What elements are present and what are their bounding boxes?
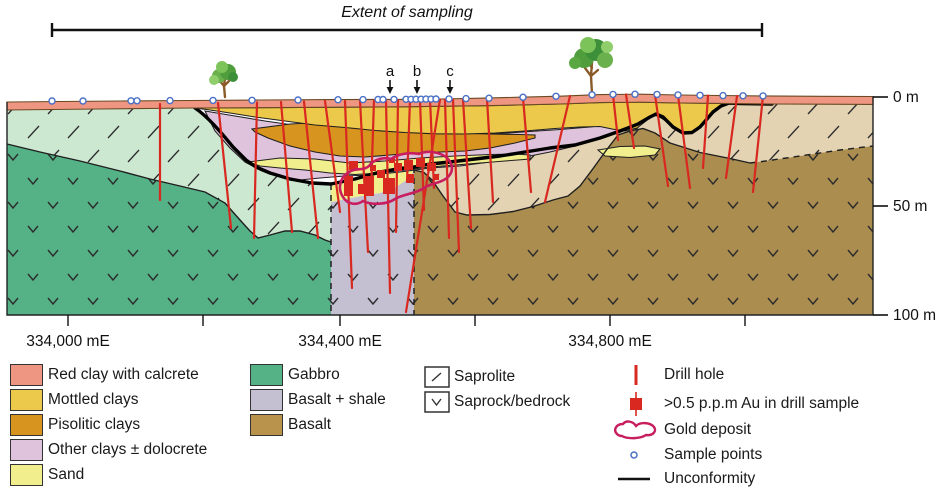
- sample-point: [359, 95, 367, 104]
- surface-label-c: c: [446, 63, 454, 94]
- drill-hole-line: [252, 101, 259, 240]
- sample-point: [696, 91, 704, 100]
- drill-hole-line: [611, 93, 620, 142]
- sample-point: [334, 95, 342, 104]
- drill-hole-line: [676, 93, 692, 190]
- au-sample-marker: [433, 174, 439, 180]
- drill-hole-line: [384, 99, 392, 295]
- drill-hole-line: [543, 94, 572, 204]
- au-sample-marker: [389, 158, 395, 163]
- drill-hole-line: [323, 99, 342, 214]
- au-sample-marker: [364, 176, 374, 196]
- extent-of-sampling-bracket: [50, 23, 764, 37]
- au-sample-marker: [370, 165, 376, 171]
- drill-hole-line: [701, 94, 710, 170]
- au-sample-marker: [383, 178, 395, 194]
- sample-point: [552, 92, 560, 101]
- surface-label-text: c: [446, 63, 454, 80]
- drill-hole-line: [216, 101, 233, 230]
- au-sample-marker: [358, 184, 365, 194]
- surface-label-b: b: [413, 63, 421, 94]
- sample-point: [209, 96, 217, 105]
- unconformity-line: [193, 101, 774, 186]
- unit-gabbro-saprolite-pattern: [7, 108, 331, 242]
- sample-point: [674, 91, 682, 99]
- au-sample-marker: [416, 158, 425, 167]
- drill-hole-line: [653, 93, 670, 188]
- au-sample-marker: [349, 161, 358, 170]
- sample-point: [127, 97, 135, 105]
- drill-hole-line: [521, 96, 533, 194]
- sample-point: [390, 95, 398, 104]
- sample-point: [248, 96, 256, 105]
- sample-point: [462, 94, 470, 103]
- surface-label-text: a: [386, 63, 395, 80]
- easting-tick-label: 334,800 mE: [568, 333, 652, 350]
- gabbro-weathering-front-line: [6, 143, 332, 243]
- gold-deposit-outline: [338, 150, 454, 206]
- drill-hole-line: [461, 98, 473, 230]
- unit-gabbro-bedrock-pattern: [7, 144, 331, 315]
- drill-hole-line: [724, 94, 739, 180]
- sample-point: [166, 96, 174, 105]
- unit-basalt-bedrock-pattern: [414, 128, 873, 315]
- depth-tick-label: 0 m: [893, 89, 919, 106]
- basalt-weathering-front-dashed: [749, 145, 874, 164]
- sample-point: [631, 90, 639, 98]
- drill-hole-line: [279, 100, 294, 234]
- sample-point: [653, 90, 661, 99]
- au-sample-marker: [427, 163, 436, 171]
- au-sample-marker: [407, 174, 414, 183]
- drill-hole-line: [624, 93, 636, 150]
- sample-point: [79, 97, 87, 105]
- unit-sand-lens-2: [596, 145, 662, 159]
- sample-point: [48, 97, 56, 105]
- drill-hole-line: [428, 98, 436, 190]
- sample-point: [379, 95, 387, 104]
- drill-hole-line: [451, 98, 461, 254]
- extent-of-sampling-title: Extent of sampling: [341, 4, 473, 21]
- sample-point: [739, 92, 747, 100]
- easting-tick-label: 334,000 mE: [26, 333, 110, 350]
- au-sample-marker: [377, 170, 385, 178]
- au-sample-marker: [344, 176, 353, 196]
- surface-label-text: b: [413, 63, 421, 80]
- drill-hole-line: [443, 98, 451, 240]
- sample-point: [719, 91, 727, 100]
- au-sample-marker: [404, 160, 413, 170]
- sample-point: [485, 94, 493, 102]
- sample-point: [609, 90, 617, 99]
- sample-point: [759, 92, 767, 100]
- drill-hole-line: [302, 100, 320, 240]
- sample-point: [294, 96, 302, 104]
- sample-point: [519, 93, 527, 101]
- easting-tick-label: 334,400 mE: [298, 333, 382, 350]
- drill-hole-line: [751, 94, 765, 194]
- depth-tick-label: 50 m: [893, 198, 927, 215]
- sample-point: [432, 95, 440, 103]
- tree: [209, 61, 238, 99]
- depth-tick-label: 100 m: [893, 307, 936, 324]
- tree: [569, 37, 613, 96]
- drill-hole-line: [418, 98, 426, 212]
- sample-point: [133, 97, 141, 105]
- surface-label-a: a: [386, 63, 395, 94]
- sample-point: [588, 91, 596, 99]
- au-sample-marker: [394, 163, 402, 171]
- sample-point: [445, 95, 453, 103]
- drill-hole-line: [485, 97, 495, 204]
